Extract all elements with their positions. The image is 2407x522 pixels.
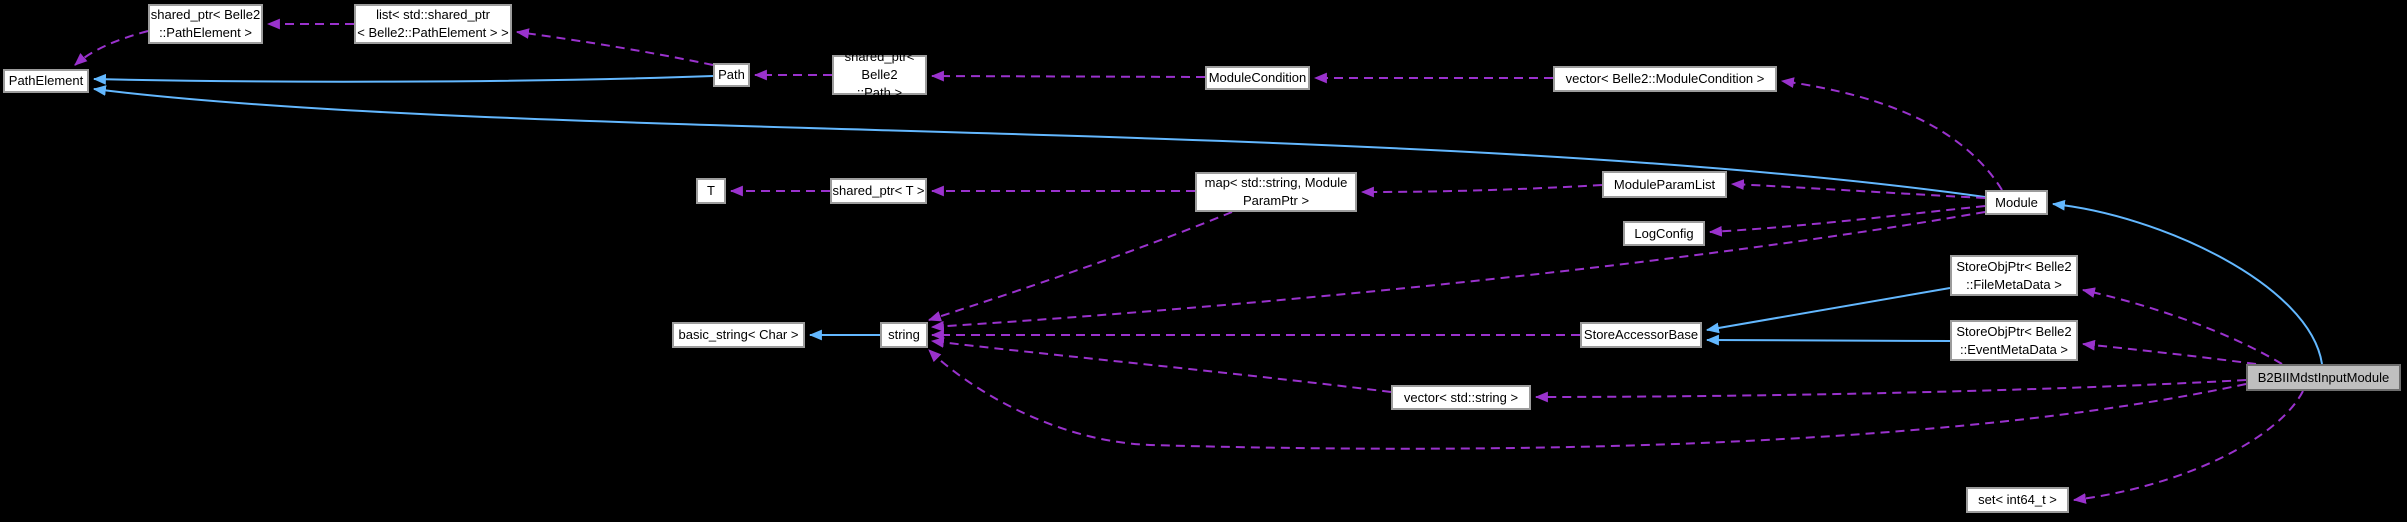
edge-moduleparamlist-to-map [1360,184,1603,198]
node-basic-string-char[interactable]: basic_string< Char > [672,322,805,348]
node-moduleparamlist[interactable]: ModuleParamList [1602,171,1727,198]
edge-module-to-string [930,211,1986,332]
edge-storeobjptr-eventmetadata-to-storeaccessorbase [1705,334,1951,346]
edge-storeobjptr-filemetadata-to-storeaccessorbase [1705,287,1951,334]
edge-b2bii-to-module [2051,199,2323,365]
node-storeobjptr-filemetadata[interactable]: StoreObjPtr< Belle2 ::FileMetaData > [1950,255,2078,296]
edge-b2bii-to-vector-std-string [1534,379,2247,403]
node-shared-ptr-path[interactable]: shared_ptr< Belle2 ::Path > [832,49,927,100]
edge-vector-std-string-to-string [930,337,1392,393]
node-pathelement[interactable]: PathElement [3,69,89,93]
node-storeobjptr-eventmetadata[interactable]: StoreObjPtr< Belle2 ::EventMetaData > [1950,320,2078,361]
edge-map-to-string [927,211,1233,322]
node-path[interactable]: Path [713,63,750,87]
node-shared-ptr-pathelement[interactable]: shared_ptr< Belle2 ::PathElement > [148,4,263,44]
edge-module-to-moduleparamlist [1730,179,1986,199]
edge-shared-ptr-pathelement-to-pathelement [74,30,149,66]
edge-module-to-pathelement [92,85,1986,198]
node-b2biimdstinputmodule: B2BIIMdstInputModule [2246,364,2401,391]
edge-path-to-list [515,28,714,66]
edge-path-to-pathelement [92,73,714,85]
node-vector-modulecondition[interactable]: vector< Belle2::ModuleCondition > [1553,66,1777,92]
edge-b2bii-to-string [928,349,2247,450]
edge-b2bii-to-storeobjptr-filemetadata [2081,287,2283,365]
node-set-int64-t[interactable]: set< int64_t > [1966,487,2069,513]
node-t[interactable]: T [696,178,726,204]
edge-modulecondition-to-shared-ptr-path [930,70,1206,82]
node-logconfig[interactable]: LogConfig [1623,221,1705,246]
node-shared-ptr-t[interactable]: shared_ptr< T > [830,178,927,204]
edge-module-to-vector-modulecondition [1780,77,2003,191]
node-module[interactable]: Module [1985,190,2048,215]
edge-b2bii-to-storeobjptr-eventmetadata [2081,339,2257,365]
node-string[interactable]: string [880,322,928,348]
node-modulecondition[interactable]: ModuleCondition [1205,66,1310,90]
node-vector-std-string[interactable]: vector< std::string > [1391,385,1531,410]
edge-module-to-logconfig [1708,205,1986,237]
edge-b2bii-to-set-int64 [2072,390,2304,504]
node-map-string-moduleparamptr[interactable]: map< std::string, Module ParamPtr > [1195,172,1357,212]
node-storeaccessorbase[interactable]: StoreAccessorBase [1580,322,1702,348]
node-list-shared-ptr-pathelement[interactable]: list< std::shared_ptr < Belle2::PathElem… [354,4,512,44]
